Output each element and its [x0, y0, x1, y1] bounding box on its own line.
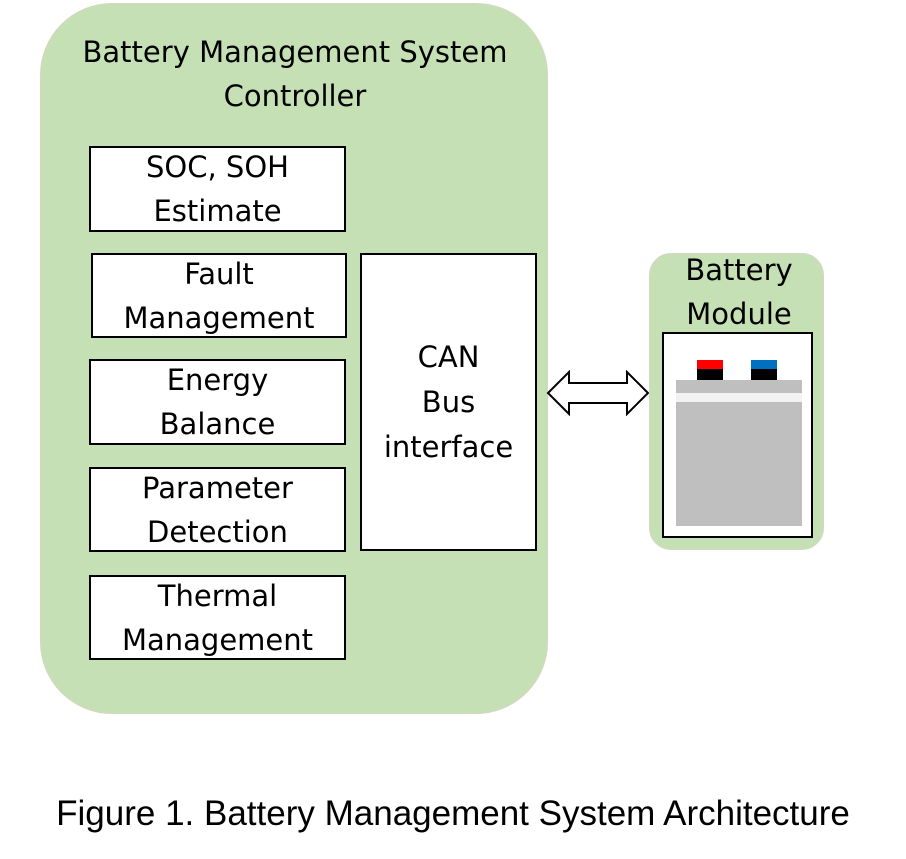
battery-cell-icon: [676, 360, 802, 526]
negative-terminal-icon: [751, 360, 777, 369]
parameter-detection-label-line2: Detection: [147, 514, 288, 549]
soc-soh-estimate-box: SOC, SOH Estimate: [89, 146, 346, 232]
can-label-line2: Bus: [421, 384, 476, 419]
module-title-line2: Module: [686, 297, 792, 331]
soc-soh-label-line2: Estimate: [153, 194, 282, 228]
can-bus-interface-box: CAN Bus interface: [360, 253, 537, 551]
module-title-line1: Battery: [685, 253, 793, 287]
can-label-line1: CAN: [417, 339, 480, 374]
can-label-line3: interface: [383, 429, 514, 464]
fault-management-label-line2: Management: [123, 300, 315, 335]
thermal-management-label-line2: Management: [121, 622, 314, 657]
figure-caption: Figure 1. Battery Management System Arch…: [56, 794, 850, 833]
battery-module-title: Battery Module: [649, 248, 829, 336]
positive-terminal-icon: [697, 360, 723, 369]
soc-soh-label-line1: SOC, SOH: [146, 150, 289, 184]
energy-balance-label-line2: Balance: [159, 407, 276, 441]
thermal-management-label-line1: Thermal: [157, 578, 278, 613]
fault-management-label-line1: Fault: [184, 256, 254, 291]
energy-balance-label-line1: Energy: [166, 363, 269, 397]
parameter-detection-label-line1: Parameter: [142, 470, 293, 505]
bms-title-line2: Controller: [223, 79, 367, 113]
bms-title-line1: Battery Management System: [82, 35, 508, 69]
bidirectional-arrow-icon: [546, 370, 650, 416]
bms-controller-title: Battery Management System Controller: [40, 30, 550, 118]
